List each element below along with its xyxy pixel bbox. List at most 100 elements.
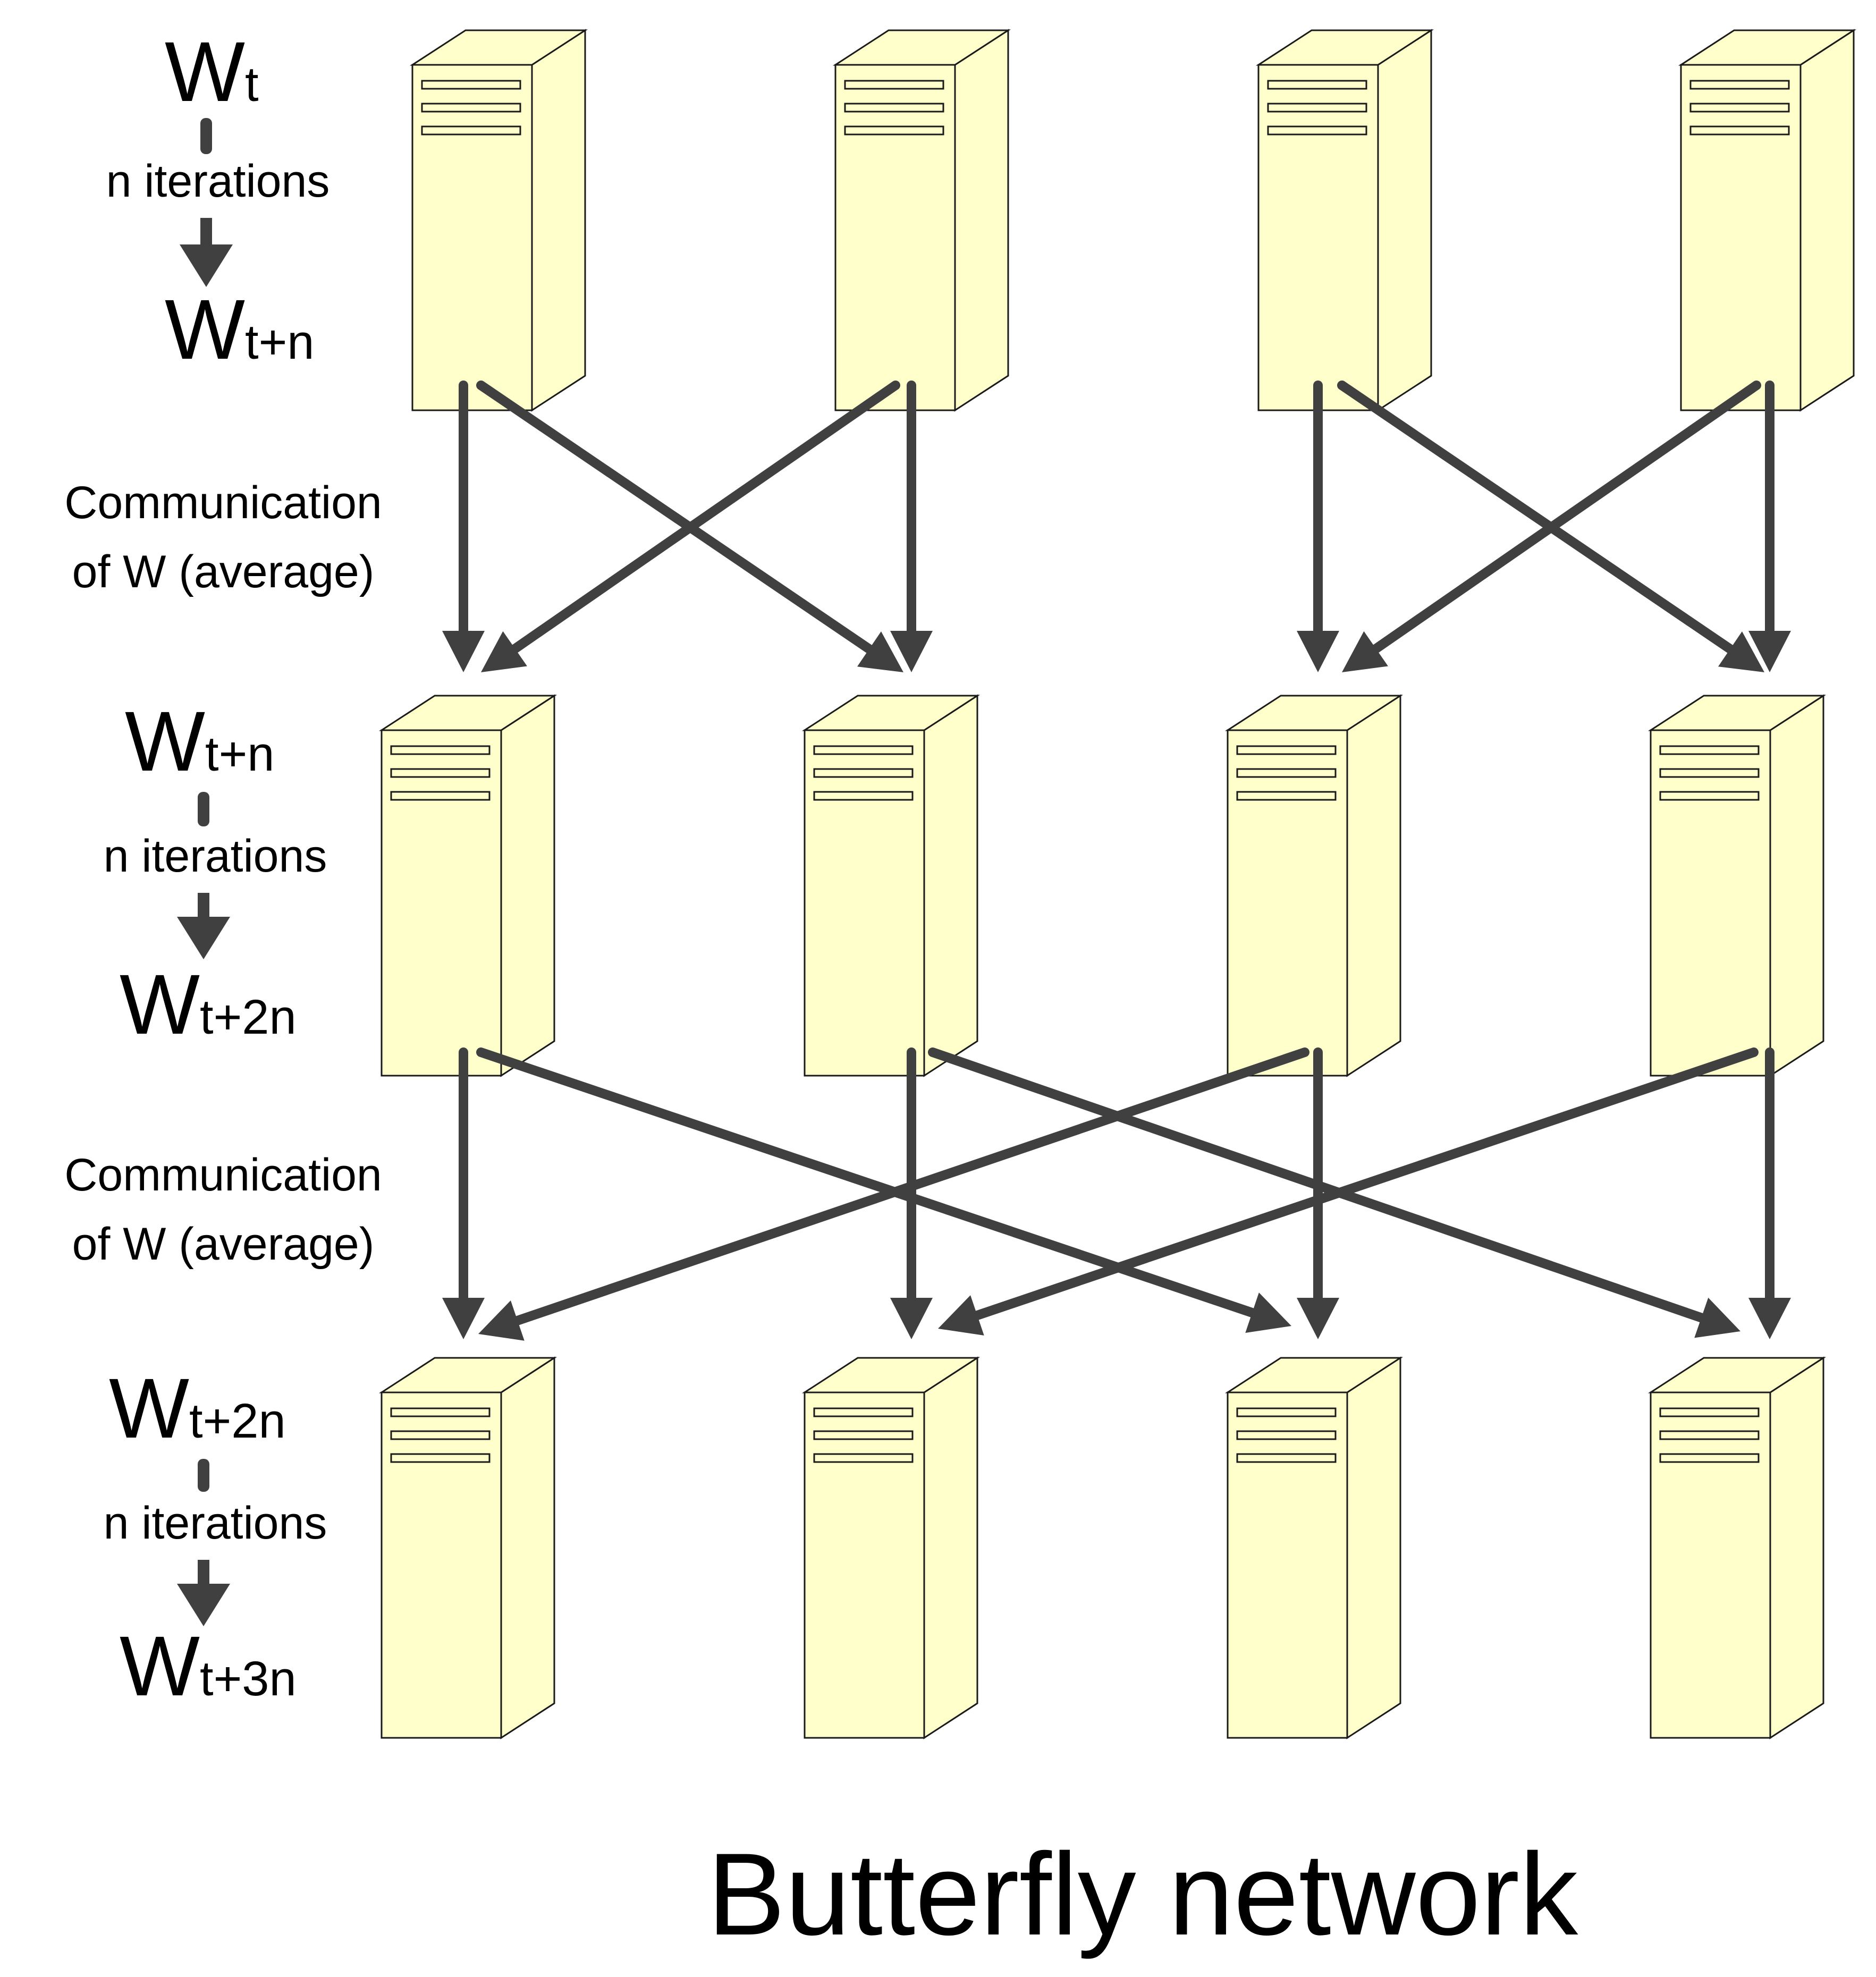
communication-arrow — [478, 1047, 1309, 1341]
server-drive-slot — [1659, 1453, 1760, 1463]
server-drive-slot — [844, 125, 944, 136]
server-drive-slot — [1659, 768, 1760, 778]
server-drive-slot — [1236, 1453, 1337, 1463]
arrow-head — [938, 1295, 984, 1336]
server-drive-slot — [1659, 1430, 1760, 1440]
server-side-panel — [500, 694, 555, 1077]
stage-3-w-start: Wt+2n — [109, 1361, 286, 1456]
server-side-panel — [1799, 29, 1855, 412]
w-subscript: t+n — [245, 315, 314, 369]
communication-label-2-line-1: Communication — [64, 1150, 382, 1201]
server-drive-slot — [813, 1453, 914, 1463]
communication-arrow — [1297, 1047, 1339, 1339]
arrow-head — [442, 631, 485, 672]
server-drive-slot — [813, 1430, 914, 1440]
server-side-panel — [1346, 1356, 1401, 1739]
communication-arrow — [442, 1047, 485, 1339]
server-front-panel — [1680, 64, 1802, 411]
server-icon — [1224, 694, 1404, 1077]
server-drive-slot — [1267, 125, 1367, 136]
stage-2-w-start: Wt+n — [125, 694, 274, 789]
arrow-head — [890, 631, 933, 672]
communication-arrow — [1748, 381, 1791, 672]
w-base: W — [120, 1618, 200, 1713]
server-drive-slot — [1236, 791, 1337, 801]
arrow-head — [1748, 631, 1791, 672]
server-drive-slot — [421, 103, 521, 113]
communication-arrow — [1342, 381, 1761, 672]
server-drive-slot — [1267, 80, 1367, 90]
communication-label-1-line-1: Communication — [64, 477, 382, 528]
arrow-head — [890, 1298, 933, 1339]
stage-2-iteration-stem — [198, 792, 209, 826]
arrow-head — [1245, 1292, 1291, 1333]
server-drive-slot — [1267, 103, 1367, 113]
arrow-head — [1297, 1298, 1339, 1339]
server-icon — [801, 1356, 981, 1739]
server-drive-slot — [1689, 125, 1790, 136]
server-icon — [378, 694, 557, 1077]
stage-1-iteration-arrow — [180, 218, 233, 287]
server-front-panel — [411, 64, 533, 411]
server-side-panel — [1346, 694, 1401, 1077]
server-front-panel — [381, 1391, 502, 1739]
w-base: W — [120, 957, 200, 1052]
stage-3-iterations-label: n iterations — [104, 1498, 327, 1549]
server-front-panel — [381, 729, 502, 1077]
communication-arrow — [890, 1047, 933, 1339]
server-drive-slot — [390, 1407, 491, 1417]
stage-2-w-end: Wt+2n — [120, 957, 297, 1052]
server-drive-slot — [813, 745, 914, 755]
server-front-panel — [1650, 1391, 1771, 1739]
arrow-head — [1342, 631, 1388, 672]
server-drive-slot — [1236, 1430, 1337, 1440]
server-drive-slot — [421, 125, 521, 136]
server-drive-slot — [1659, 791, 1760, 801]
server-side-panel — [1769, 694, 1824, 1077]
stage-3-iteration-arrow — [177, 1560, 230, 1626]
arrow-shaft — [510, 381, 900, 654]
arrow-shaft — [1337, 381, 1735, 654]
arrow-head — [478, 1300, 525, 1341]
server-drive-slot — [1689, 103, 1790, 113]
server-drive-slot — [1236, 745, 1337, 755]
server-drive-slot — [844, 80, 944, 90]
stage-1-w-end: Wt+n — [165, 282, 314, 377]
server-icon — [378, 1356, 557, 1739]
server-icon — [801, 694, 981, 1077]
server-front-panel — [804, 1391, 925, 1739]
server-drive-slot — [1689, 80, 1790, 90]
arrow-head — [1748, 1298, 1791, 1339]
w-subscript: t+2n — [189, 1394, 286, 1448]
communication-arrow — [442, 381, 485, 672]
communication-label-1-line-2: of W (average) — [72, 546, 375, 597]
stage-2-iteration-arrow — [177, 893, 230, 959]
communication-arrow — [481, 381, 900, 672]
arrow-shaft — [972, 1047, 1759, 1320]
server-front-panel — [1227, 1391, 1348, 1739]
w-base: W — [165, 24, 245, 119]
w-subscript: t+3n — [200, 1652, 297, 1706]
server-drive-slot — [390, 768, 491, 778]
w-base: W — [165, 282, 245, 377]
server-side-panel — [954, 29, 1009, 412]
server-front-panel — [1227, 729, 1348, 1077]
stage-1-iterations-label: n iterations — [106, 156, 330, 207]
communication-arrow — [1748, 1047, 1791, 1339]
server-icon — [1224, 1356, 1404, 1739]
server-side-panel — [500, 1356, 555, 1739]
communication-label-2-line-2: of W (average) — [72, 1219, 375, 1270]
arrow-shaft — [512, 1047, 1309, 1325]
arrow-head — [1694, 1297, 1740, 1338]
w-base: W — [125, 694, 205, 789]
arrow-head — [1718, 631, 1764, 672]
servers-layer — [378, 29, 1857, 1739]
w-base: W — [109, 1361, 189, 1456]
communication-arrow — [890, 381, 933, 672]
communication-arrow — [476, 381, 903, 672]
server-drive-slot — [1659, 745, 1760, 755]
communication-arrow — [1337, 381, 1764, 672]
server-drive-slot — [1236, 768, 1337, 778]
communication-arrow — [938, 1047, 1759, 1336]
